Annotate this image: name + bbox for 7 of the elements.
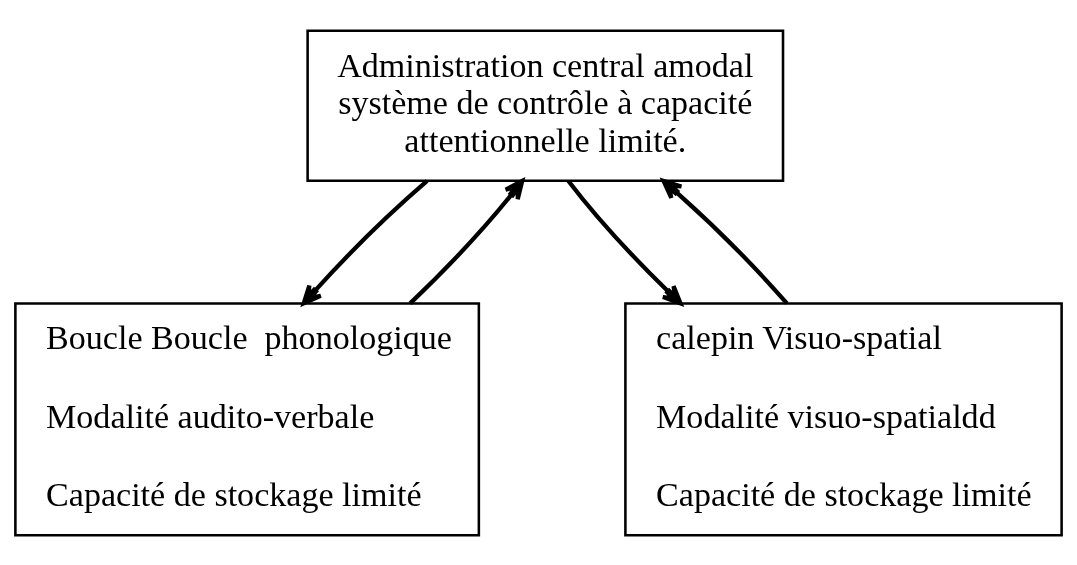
node-box: Administration central amodal système de contrôle à capacité attentionnelle limité. <box>306 29 785 182</box>
arrow <box>566 179 683 306</box>
arrow <box>408 178 525 305</box>
node-box: calepin Visuo-spatial Modalité visuo-spatialdd Capacité de stockage limité <box>624 301 1063 536</box>
arrow <box>661 178 789 305</box>
arrow <box>301 178 429 306</box>
node-box: Boucle Boucle phonologique Modalité audito-verbale Capacité de stockage limité <box>14 301 481 536</box>
